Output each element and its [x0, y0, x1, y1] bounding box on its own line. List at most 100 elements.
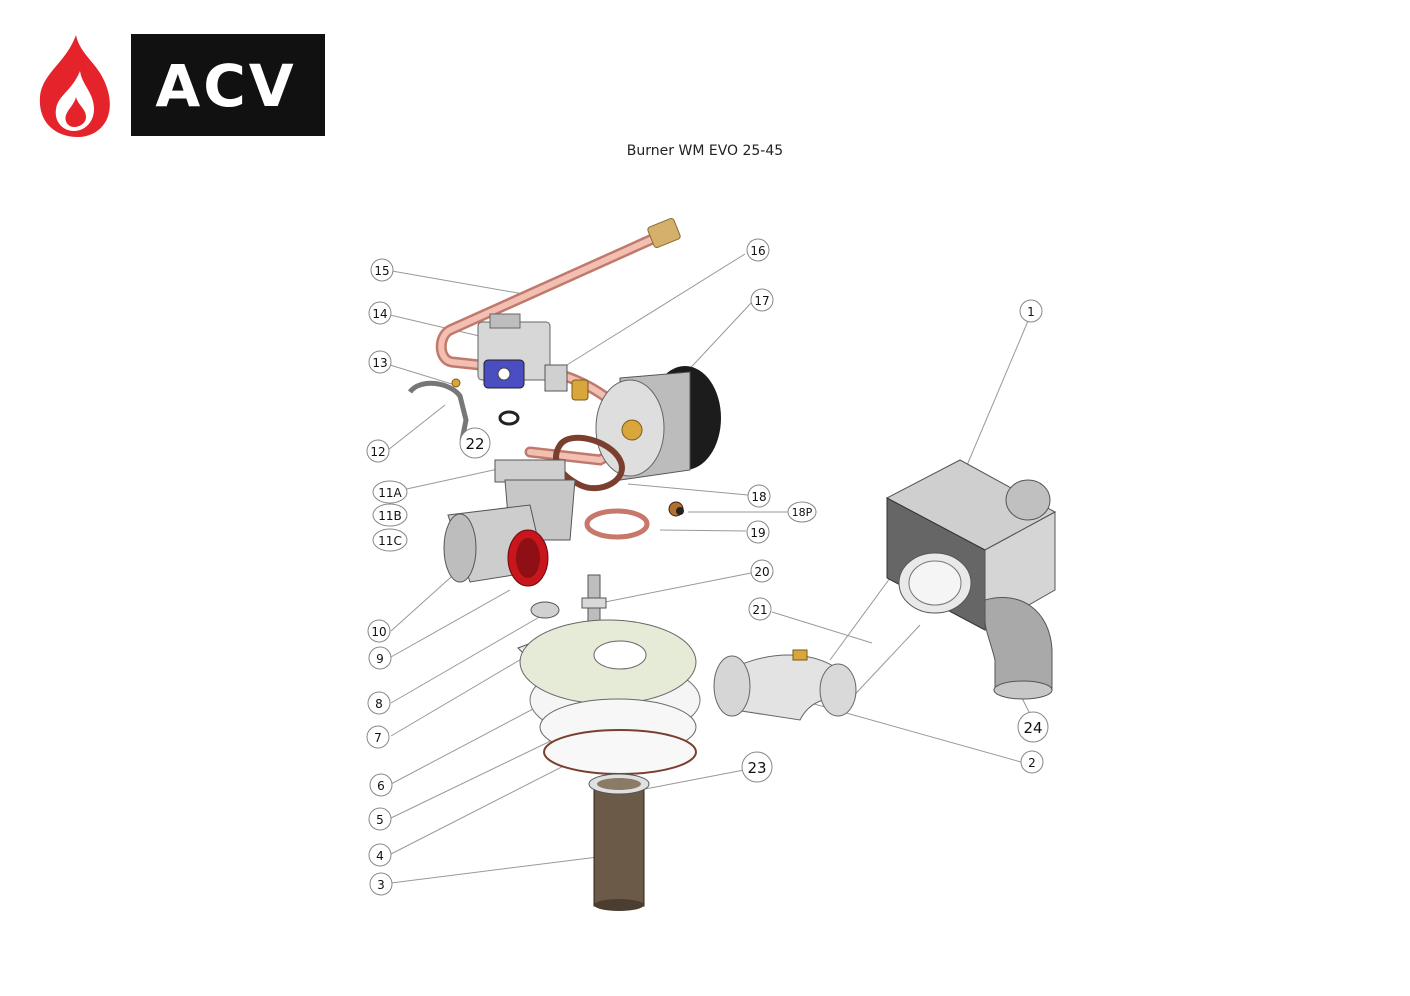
air-inlet-tube — [443, 504, 549, 587]
callout-4: 4 — [368, 843, 392, 867]
callout-13: 13 — [368, 350, 392, 374]
callout-label: 11A — [378, 486, 402, 500]
callout-label: 18 — [751, 490, 766, 504]
gas-valve — [477, 313, 551, 389]
flame-core-icon — [65, 97, 86, 127]
callout-18: 18 — [747, 484, 771, 508]
callout-18p: 18P — [787, 501, 817, 523]
callout-bubble — [372, 480, 408, 504]
callouts: 1 2 3 4 5 6 7 8 9 10 11A 11B 11C 12 13 1… — [366, 238, 1049, 896]
callout-bubble — [1017, 711, 1049, 743]
callout-label: 5 — [376, 813, 384, 827]
callout-bubble — [368, 646, 392, 670]
air-box-elbow — [984, 596, 1053, 700]
callout-12: 12 — [366, 439, 390, 463]
callout-label: 19 — [750, 526, 765, 540]
callout-16: 16 — [746, 238, 770, 262]
logo-box — [98, 34, 325, 136]
callout-bubble — [750, 559, 774, 583]
callout-label: 20 — [754, 565, 769, 579]
callout-label: 3 — [377, 878, 385, 892]
callout-label: 11B — [378, 509, 402, 523]
o-ring — [498, 410, 520, 426]
page-title: Burner WM EVO 25-45 — [626, 143, 784, 159]
leader-lines — [387, 253, 1032, 884]
callout-bubble — [366, 725, 390, 749]
callout-bubble — [459, 427, 491, 459]
acv-logo: ACV — [39, 34, 325, 137]
callout-20: 20 — [750, 559, 774, 583]
callout-bubble — [368, 301, 392, 325]
callout-5: 5 — [368, 807, 392, 831]
exhaust-elbow — [713, 649, 857, 721]
sensor-bracket — [407, 378, 469, 441]
callout-bubble — [1020, 750, 1044, 774]
callout-11c: 11C — [372, 528, 408, 552]
air-box — [885, 459, 1057, 631]
callout-label: 18P — [792, 506, 813, 519]
ring-gasket — [584, 508, 650, 540]
callout-bubble — [748, 597, 772, 621]
callout-bubble — [368, 843, 392, 867]
callout-bubble — [370, 258, 394, 282]
callout-1: 1 — [1019, 299, 1043, 323]
callout-19: 19 — [746, 520, 770, 544]
callout-21: 21 — [748, 597, 772, 621]
callout-bubble — [369, 773, 393, 797]
callout-label: 16 — [750, 244, 765, 258]
callout-label: 21 — [752, 603, 767, 617]
callout-bubble — [368, 350, 392, 374]
callout-14: 14 — [368, 301, 392, 325]
callout-label: 14 — [372, 307, 387, 321]
callout-bubble — [369, 872, 393, 896]
callout-2: 2 — [1020, 750, 1044, 774]
callout-3: 3 — [369, 872, 393, 896]
burner-tube — [588, 773, 650, 911]
callout-23: 23 — [741, 751, 773, 783]
callout-bubble — [746, 238, 770, 262]
callout-bubble — [741, 751, 773, 783]
blower-fan — [595, 366, 721, 481]
callout-label: 2 — [1028, 756, 1036, 770]
callout-15: 15 — [370, 258, 394, 282]
callout-label: 10 — [371, 625, 386, 639]
callout-label: 24 — [1023, 719, 1042, 737]
callout-bubble — [747, 484, 771, 508]
callout-label: 9 — [376, 652, 384, 666]
callout-bubble — [368, 807, 392, 831]
callout-label: 12 — [370, 445, 385, 459]
callout-bubble — [367, 691, 391, 715]
callout-label: 6 — [377, 779, 385, 793]
callout-label: 23 — [747, 759, 766, 777]
callout-bubble — [372, 503, 408, 527]
callout-label: 17 — [754, 294, 769, 308]
callout-bubble — [372, 528, 408, 552]
callout-label: 1 — [1027, 305, 1035, 319]
callout-label: 15 — [374, 264, 389, 278]
callout-label: 4 — [376, 849, 384, 863]
grommet — [668, 501, 684, 517]
callout-11b: 11B — [372, 503, 408, 527]
callout-22: 22 — [459, 427, 491, 459]
callout-bubble — [746, 520, 770, 544]
callout-bubble — [366, 439, 390, 463]
callout-label: 13 — [372, 356, 387, 370]
callout-bubble — [787, 501, 817, 523]
callout-6: 6 — [369, 773, 393, 797]
callout-24: 24 — [1017, 711, 1049, 743]
gasket-disc-bottom — [543, 729, 697, 775]
valve-connector — [544, 364, 589, 401]
callout-bubble — [367, 619, 391, 643]
callout-label: 11C — [378, 534, 402, 548]
callout-11a: 11A — [372, 480, 408, 504]
callout-label: 7 — [374, 731, 382, 745]
logo-text: ACV — [155, 52, 296, 120]
callout-bubble — [750, 288, 774, 312]
callout-8: 8 — [367, 691, 391, 715]
callout-bubble — [1019, 299, 1043, 323]
callout-9: 9 — [368, 646, 392, 670]
callout-label: 22 — [465, 435, 484, 453]
callout-7: 7 — [366, 725, 390, 749]
callout-17: 17 — [750, 288, 774, 312]
